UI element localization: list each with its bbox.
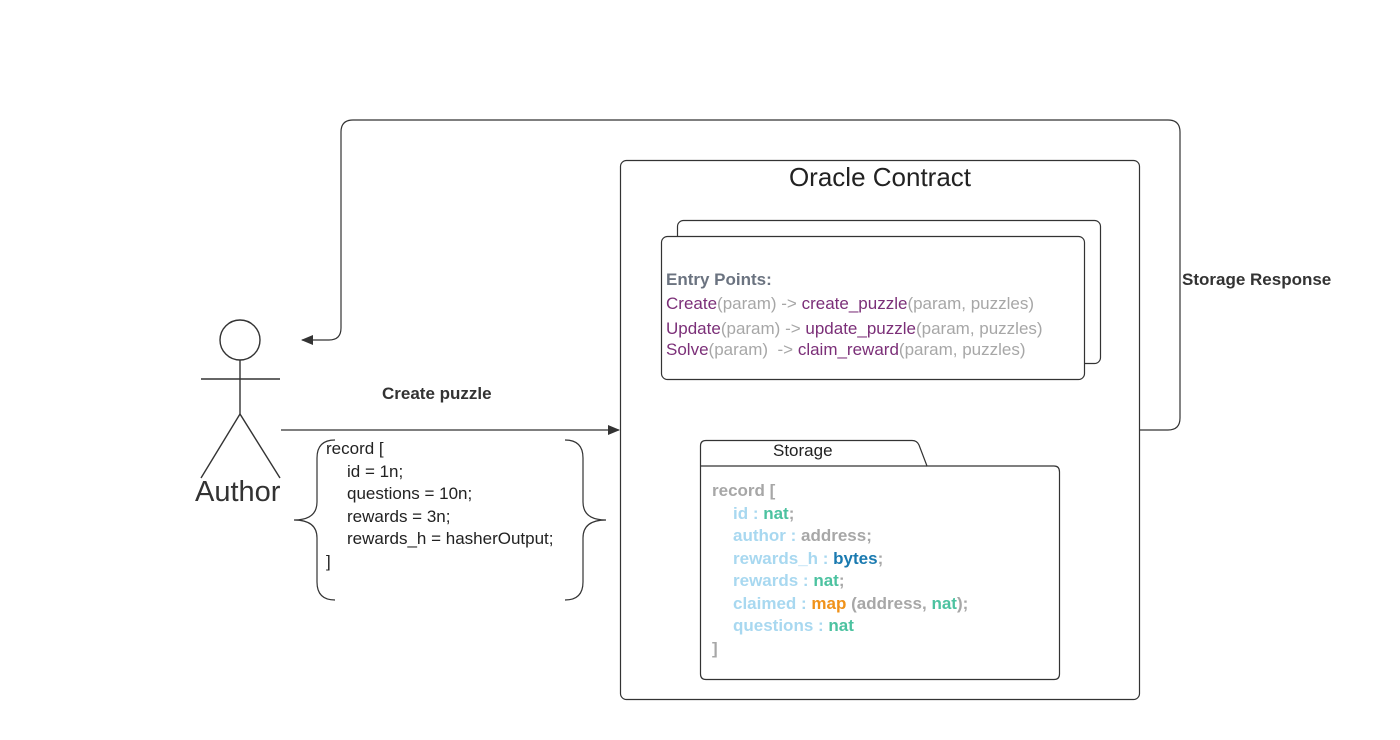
- storage-field-sep: :: [798, 571, 814, 590]
- storage-field-author: author : address;: [712, 525, 968, 548]
- storage-field-type: nat: [763, 503, 789, 523]
- storage-field-type: nat: [813, 571, 839, 590]
- storage-field-id: id : nat;: [712, 503, 968, 526]
- create-puzzle-label: Create puzzle: [382, 384, 492, 403]
- actor-head: [219, 319, 261, 361]
- entry-point-function: create_puzzle: [801, 293, 908, 313]
- entry-point-update: Update(param) -> update_puzzle(param, pu…: [666, 317, 1043, 341]
- entry-point-param: (param): [720, 319, 781, 338]
- storage-field-end: ;: [866, 526, 872, 545]
- storage-field-sep: :: [748, 503, 764, 523]
- entry-point-args: (param, puzzles): [907, 293, 1035, 313]
- storage-map-args-close: ): [956, 593, 963, 613]
- entry-point-arrow: ->: [776, 293, 802, 313]
- storage-field-end: ;: [877, 548, 884, 568]
- storage-field-name: claimed: [733, 593, 797, 613]
- storage-field-claimed: claimed : map (address, nat);: [712, 593, 968, 616]
- storage-record: record [ id : nat; author : address; rew…: [712, 480, 968, 660]
- storage-response-label: Storage Response: [1182, 270, 1332, 289]
- entry-point-arrow: ->: [780, 319, 806, 338]
- storage-field-type: address: [801, 526, 867, 545]
- storage-field-sep: :: [818, 548, 834, 568]
- storage-field-sep: :: [813, 616, 829, 635]
- storage-map-args-nat: nat: [931, 593, 957, 613]
- storage-field-sep: :: [785, 526, 801, 545]
- storage-folder-shape: [699, 439, 1061, 681]
- entry-point-name: Update: [666, 319, 721, 338]
- storage-field-rewards-h: rewards_h : bytes;: [712, 548, 968, 571]
- record-param-id: id = 1n;: [347, 461, 404, 481]
- storage-field-type: nat: [828, 616, 854, 635]
- entry-point-solve: Solve(param) -> claim_reward(param, puzz…: [666, 338, 1043, 362]
- storage-record-open: record [: [712, 481, 776, 500]
- record-param-rewards: rewards = 3n;: [347, 506, 451, 526]
- storage-field-end: ;: [788, 503, 795, 523]
- storage-field-questions: questions : nat: [712, 615, 968, 638]
- record-right-brace: [564, 439, 607, 601]
- entry-point-arrow: ->: [768, 339, 798, 359]
- record-param-close: ]: [326, 551, 331, 571]
- storage-field-end: ;: [962, 593, 969, 613]
- entry-point-args: (param, puzzles): [915, 319, 1043, 338]
- entry-point-function: claim_reward: [797, 339, 899, 359]
- storage-tab-label: Storage: [773, 441, 833, 460]
- actor-right-leg: [239, 413, 281, 479]
- storage-field-type: map: [811, 593, 847, 613]
- storage-record-close: ]: [712, 638, 718, 658]
- entry-point-create: Create(param) -> create_puzzle(param, pu…: [666, 292, 1043, 316]
- storage-map-args-open: (address,: [846, 593, 932, 613]
- oracle-contract-title: Oracle Contract: [788, 162, 972, 192]
- entry-point-args: (param, puzzles): [898, 339, 1026, 359]
- storage-response-connector: [301, 119, 1181, 431]
- entry-point-name: Solve: [666, 339, 709, 359]
- entry-point-param: (param): [717, 293, 777, 313]
- actor-left-leg: [200, 413, 241, 479]
- storage-field-rewards: rewards : nat;: [712, 570, 968, 593]
- entry-points-front-box: [660, 235, 1086, 381]
- storage-field-end: ;: [838, 571, 845, 590]
- storage-field-name: author: [733, 526, 786, 545]
- entry-point-param: (param): [708, 339, 769, 359]
- actor-stick-figure: [200, 319, 281, 479]
- storage-field-type: bytes: [833, 548, 878, 568]
- actor-name: Author: [195, 476, 281, 508]
- storage-field-name: rewards_h: [733, 548, 819, 568]
- storage-field-name: rewards: [733, 571, 799, 590]
- record-param-block: record [ id = 1n; questions = 10n; rewar…: [326, 438, 553, 574]
- entry-points-heading: Entry Points:: [666, 270, 772, 289]
- storage-field-name: questions: [733, 616, 814, 635]
- record-param-rewards-h: rewards_h = hasherOutput;: [347, 529, 554, 549]
- entry-point-function: update_puzzle: [805, 319, 916, 338]
- entry-points-list: Entry Points: Create(param) -> create_pu…: [666, 268, 1043, 361]
- storage-field-sep: :: [796, 593, 812, 613]
- record-param-questions: questions = 10n;: [347, 484, 473, 504]
- record-left-brace: [293, 439, 336, 601]
- record-param-open: record [: [326, 439, 384, 458]
- entry-point-name: Create: [666, 293, 718, 313]
- storage-field-name: id: [733, 503, 749, 523]
